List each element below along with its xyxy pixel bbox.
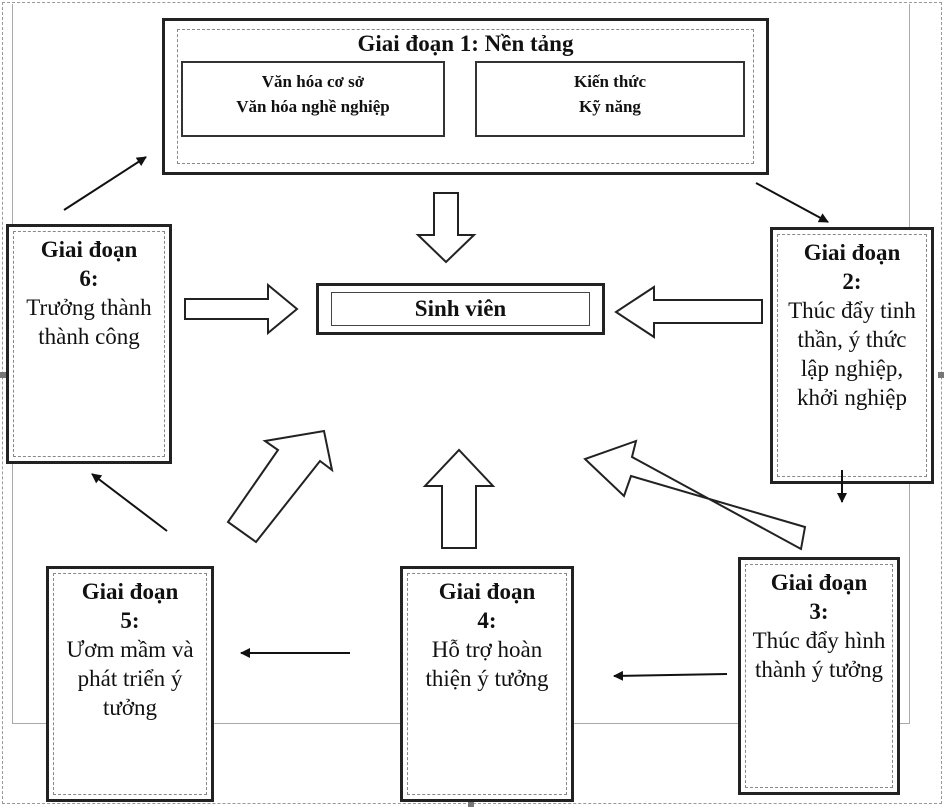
stage5-number: 5: <box>120 608 140 633</box>
resize-handle-bottom[interactable] <box>468 801 474 807</box>
student-box: Sinh viên <box>316 283 605 335</box>
stage4-number: 4: <box>477 608 497 633</box>
stage4-title: Giai đoạn <box>438 579 536 604</box>
stage1-culture-line1: Văn hóa cơ sở <box>261 72 365 91</box>
stage2-desc: Thúc đẩy tinh thần, ý thức lập nghiệp, k… <box>788 298 916 410</box>
stage3-number: 3: <box>809 599 829 624</box>
stage6-box: Giai đoạn 6: Trưởng thành thành công <box>6 224 172 464</box>
stage6-title: Giai đoạn <box>40 237 138 262</box>
stage1-knowledge-line2: Kỹ năng <box>579 97 641 116</box>
student-label: Sinh viên <box>414 296 507 321</box>
arrow-stage5-to-stage6 <box>91 473 168 532</box>
block-arrow-stage6-to-center <box>184 282 299 336</box>
stage1-culture-box: Văn hóa cơ sở Văn hóa nghề nghiệp <box>181 61 445 137</box>
stage5-title: Giai đoạn <box>81 579 179 604</box>
stage5-desc: Ươm mầm và phát triển ý tưởng <box>66 637 194 720</box>
stage6-desc: Trưởng thành thành công <box>26 295 152 349</box>
stage6-number: 6: <box>79 266 99 291</box>
stage3-title: Giai đoạn <box>770 570 868 595</box>
stage3-desc: Thúc đẩy hình thành ý tưởng <box>752 628 886 682</box>
stage4-desc: Hỗ trợ hoàn thiện ý tưởng <box>425 637 549 691</box>
stage1-culture-line2: Văn hóa nghề nghiệp <box>236 97 390 116</box>
stage1-knowledge-box: Kiến thức Kỹ năng <box>475 61 745 137</box>
arrow-stage3-to-stage4 <box>613 670 728 681</box>
stage1-title: Giai đoạn 1: Nền tảng <box>357 31 574 56</box>
block-arrow-stage4-to-center <box>422 448 496 549</box>
block-arrow-stage3-to-center <box>583 439 807 551</box>
arrow-stage1-to-stage2 <box>755 182 829 223</box>
stage1-box: Giai đoạn 1: Nền tảng Văn hóa cơ sở Văn … <box>162 18 769 175</box>
stage3-box: Giai đoạn 3: Thúc đẩy hình thành ý tưởng <box>738 557 900 795</box>
stage1-knowledge-line1: Kiến thức <box>573 72 647 91</box>
block-arrow-stage1-to-center <box>415 192 477 264</box>
stage5-box: Giai đoạn 5: Ươm mầm và phát triển ý tưở… <box>46 566 214 802</box>
resize-handle-left[interactable] <box>0 372 6 378</box>
resize-handle-right[interactable] <box>938 372 944 378</box>
stage2-box: Giai đoạn 2: Thúc đẩy tinh thần, ý thức … <box>770 227 934 484</box>
block-arrow-stage5-to-center <box>226 429 334 544</box>
arrow-stage6-to-stage1 <box>63 156 147 211</box>
stage2-number: 2: <box>842 269 862 294</box>
stage4-box: Giai đoạn 4: Hỗ trợ hoàn thiện ý tưởng <box>400 566 574 802</box>
stage2-title: Giai đoạn <box>803 240 901 265</box>
block-arrow-stage2-to-center <box>614 285 763 339</box>
